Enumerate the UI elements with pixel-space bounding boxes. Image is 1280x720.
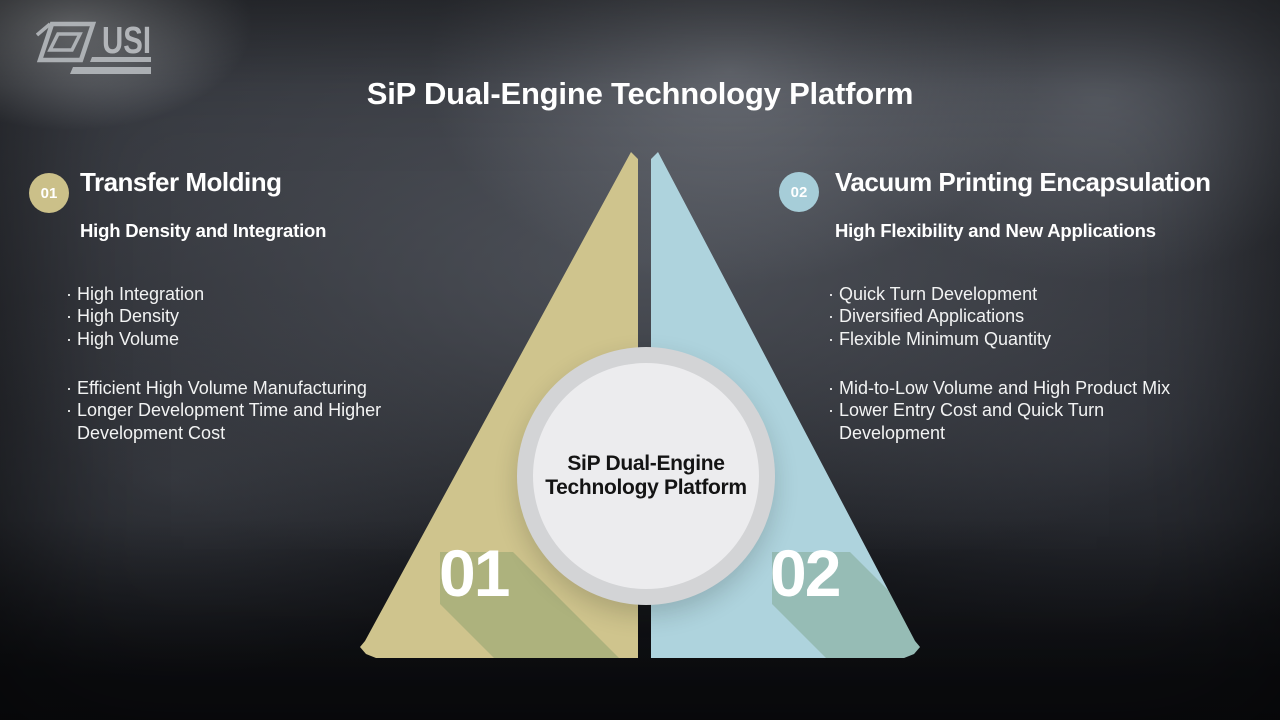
center-circle-inner: SiP Dual-Engine Technology Platform <box>533 363 759 589</box>
left-heading: Transfer Molding <box>80 167 282 197</box>
list-item: · Mid-to-Low Volume and High Product Mix <box>828 378 1171 398</box>
right-subheading: High Flexibility and New Applications <box>835 220 1156 241</box>
center-circle-title-line1: SiP Dual-Engine <box>567 451 725 475</box>
triangle-right-number: 02 <box>770 536 841 610</box>
right-heading: Vacuum Printing Encapsulation <box>835 167 1211 197</box>
usi-logo-speed-line <box>37 24 50 35</box>
list-item-continuation: Development Cost <box>77 422 226 443</box>
list-item: · Quick Turn Development <box>828 284 1038 304</box>
list-item: · Longer Development Time and Higher <box>66 400 382 421</box>
list-item: · Flexible Minimum Quantity <box>828 328 1052 349</box>
usi-logo-emblem-inner <box>50 34 80 50</box>
list-item: · High Density <box>66 306 180 327</box>
left-feature-list: · High Integration · High Density · High… <box>66 283 204 350</box>
slide-title: SiP Dual-Engine Technology Platform <box>366 76 914 111</box>
center-circle: SiP Dual-Engine Technology Platform <box>517 347 775 605</box>
center-circle-title-line2: Technology Platform <box>545 476 747 499</box>
usi-logo-text: USI <box>102 20 151 62</box>
usi-logo: USI <box>36 20 151 74</box>
left-number-badge: 01 <box>29 173 69 213</box>
list-item: · Diversified Applications <box>828 306 1025 327</box>
usi-logo-bar-1 <box>90 57 151 62</box>
left-subheading: High Density and Integration <box>80 220 327 241</box>
list-item: · High Volume <box>66 328 180 349</box>
left-tradeoff-list: · Efficient High Volume Manufacturing · … <box>66 377 381 444</box>
list-item: · High Integration <box>66 284 205 304</box>
usi-logo-emblem-outer <box>40 24 93 60</box>
right-feature-list: · Quick Turn Development · Diversified A… <box>828 283 1051 350</box>
list-item-continuation: Development <box>839 422 946 443</box>
usi-logo-bar-2 <box>70 67 151 74</box>
triangle-left-number: 01 <box>439 536 510 610</box>
list-item: · Efficient High Volume Manufacturing <box>66 378 367 398</box>
right-tradeoff-list: · Mid-to-Low Volume and High Product Mix… <box>828 377 1170 444</box>
list-item: · Lower Entry Cost and Quick Turn <box>828 400 1105 421</box>
center-circle-title: SiP Dual-Engine Technology Platform <box>545 452 747 501</box>
right-number-badge: 02 <box>779 172 819 212</box>
